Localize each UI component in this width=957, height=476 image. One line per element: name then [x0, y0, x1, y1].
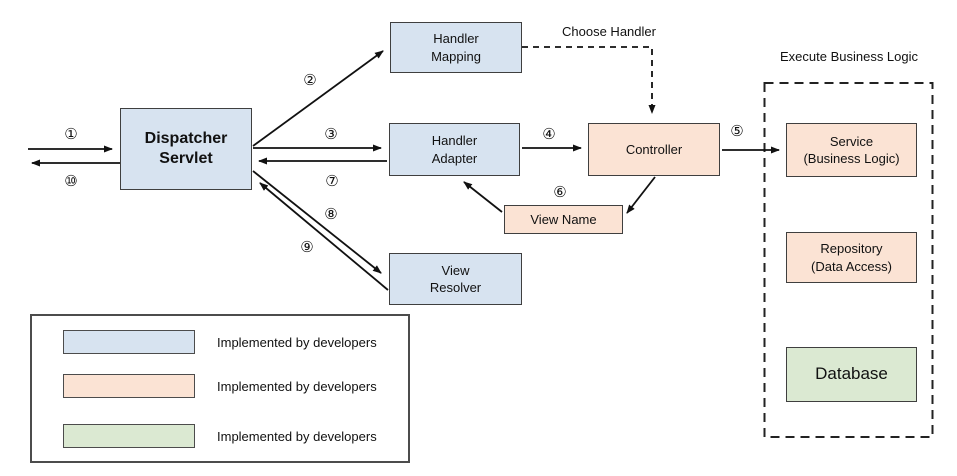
execute-business-logic-label: Execute Business Logic	[779, 49, 919, 64]
step-1-badge: ①	[64, 125, 78, 143]
arrow-controller-to-view-name	[626, 176, 656, 214]
step-4-badge: ④	[542, 125, 556, 143]
node-handler-mapping: Handler Mapping	[390, 22, 522, 73]
node-view-name: View Name	[504, 205, 623, 234]
step-7-badge: ⑦	[325, 172, 339, 190]
legend: Implemented by developers Implemented by…	[30, 314, 410, 463]
node-database: Database	[786, 347, 917, 402]
business-logic-dashed-region	[763, 82, 934, 438]
arrow-step-2-to-handler-mapping	[252, 50, 384, 147]
step-10-badge: ⑩	[64, 172, 78, 190]
arrow-step-8-to-view-resolver	[252, 170, 382, 274]
legend-label: Implemented by developers	[217, 334, 377, 350]
legend-swatch-green	[63, 424, 195, 448]
choose-handler-dashed-arrow	[522, 46, 656, 114]
node-view-resolver: View Resolver	[389, 253, 522, 305]
legend-swatch-peach	[63, 374, 195, 398]
node-service: Service (Business Logic)	[786, 123, 917, 177]
step-5-badge: ⑤	[730, 122, 744, 140]
node-controller: Controller	[588, 123, 720, 176]
legend-row: Implemented by developers	[63, 374, 377, 398]
arrow-step-9-back-to-dispatcher	[259, 182, 389, 291]
legend-label: Implemented by developers	[217, 378, 377, 394]
legend-label: Implemented by developers	[217, 428, 377, 444]
arrow-view-name-to-handler-adapter	[463, 181, 503, 213]
step-6-badge: ⑥	[553, 183, 567, 201]
legend-row: Implemented by developers	[63, 424, 377, 448]
node-repository: Repository (Data Access)	[786, 232, 917, 283]
step-8-badge: ⑧	[324, 205, 338, 223]
step-2-badge: ②	[303, 71, 317, 89]
node-dispatcher-servlet: Dispatcher Servlet	[120, 108, 252, 190]
step-9-badge: ⑨	[300, 238, 314, 256]
choose-handler-label: Choose Handler	[562, 24, 656, 39]
node-handler-adapter: Handler Adapter	[389, 123, 520, 176]
legend-row: Implemented by developers	[63, 330, 377, 354]
legend-swatch-blue	[63, 330, 195, 354]
step-3-badge: ③	[324, 125, 338, 143]
